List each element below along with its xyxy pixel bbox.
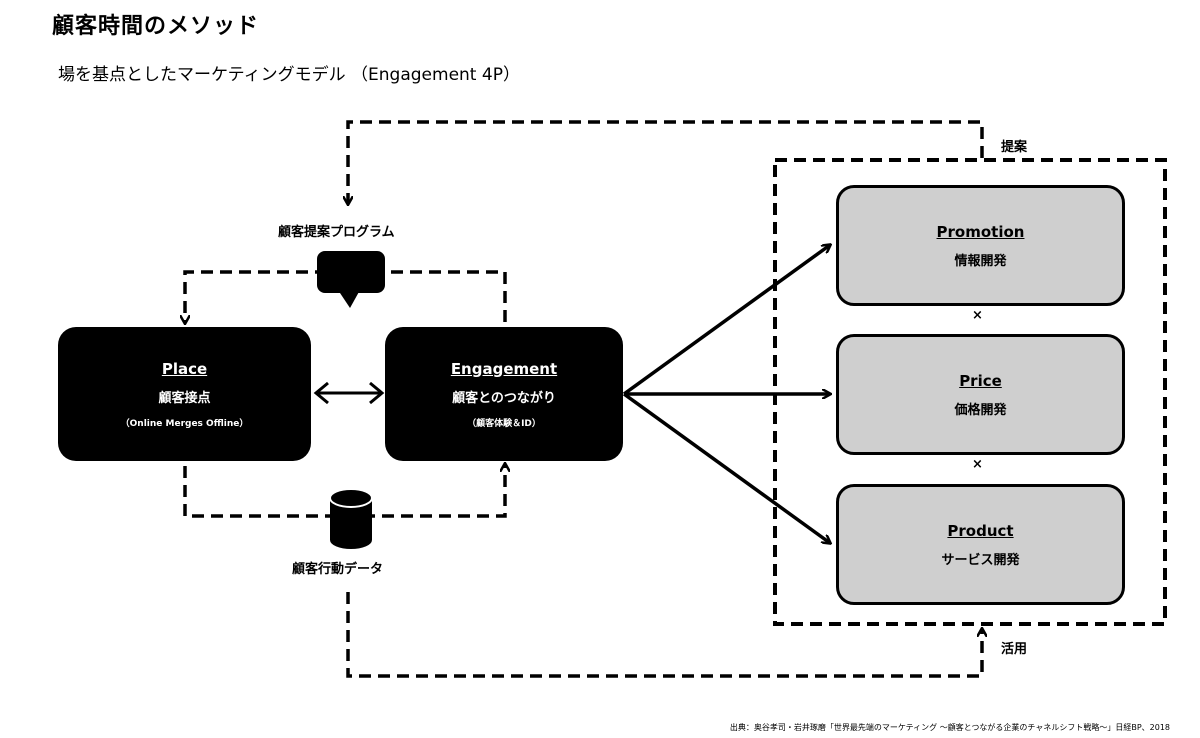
arrow-icon [313, 381, 329, 405]
engagement-title: Engagement [450, 359, 558, 378]
price-subtitle: 価格開発 [954, 402, 1007, 418]
page-title: 顧客時間のメソッド [52, 14, 260, 39]
place-box: Place 顧客接点 （Online Merges Offline） [58, 327, 311, 461]
database-icon [329, 488, 373, 549]
arrow-icon [369, 381, 385, 405]
times-symbol: × [972, 308, 983, 323]
place-note: （Online Merges Offline） [120, 418, 249, 429]
utilize-feedback-arrow [346, 592, 982, 678]
promotion-title: Promotion [936, 222, 1025, 241]
proposal-label: 提案 [1001, 140, 1028, 155]
source-citation: 出典：奥谷孝司・岩井琢磨「世界最先端のマーケティング ～顧客とつながる企業のチャ… [729, 723, 1170, 732]
times-symbol: × [972, 457, 983, 472]
engagement-note: （顧客体験＆ID） [467, 418, 541, 429]
promotion-subtitle: 情報開発 [954, 253, 1007, 269]
arrow-to-promotion [622, 245, 830, 396]
place-title: Place [161, 359, 208, 378]
marketing-mix-frame [773, 158, 1167, 626]
program-label: 顧客提案プログラム [278, 225, 395, 240]
price-title: Price [959, 371, 1002, 390]
proposal-feedback-arrow [348, 120, 984, 204]
arrow-to-product [622, 392, 830, 543]
price-box: Price 価格開発 [836, 334, 1125, 455]
engagement-subtitle: 顧客とのつながり [452, 390, 556, 406]
engagement-box: Engagement 顧客とのつながり （顧客体験＆ID） [385, 327, 623, 461]
page-subtitle: 場を基点としたマーケティングモデル （Engagement 4P） [58, 65, 520, 85]
utilize-label: 活用 [1001, 642, 1028, 657]
speech-bubble-icon [317, 251, 385, 308]
promotion-box: Promotion 情報開発 [836, 185, 1125, 306]
data-label: 顧客行動データ [292, 562, 384, 577]
place-subtitle: 顧客接点 [158, 390, 211, 406]
product-title: Product [947, 521, 1014, 540]
product-subtitle: サービス開発 [941, 552, 1020, 568]
product-box: Product サービス開発 [836, 484, 1125, 605]
